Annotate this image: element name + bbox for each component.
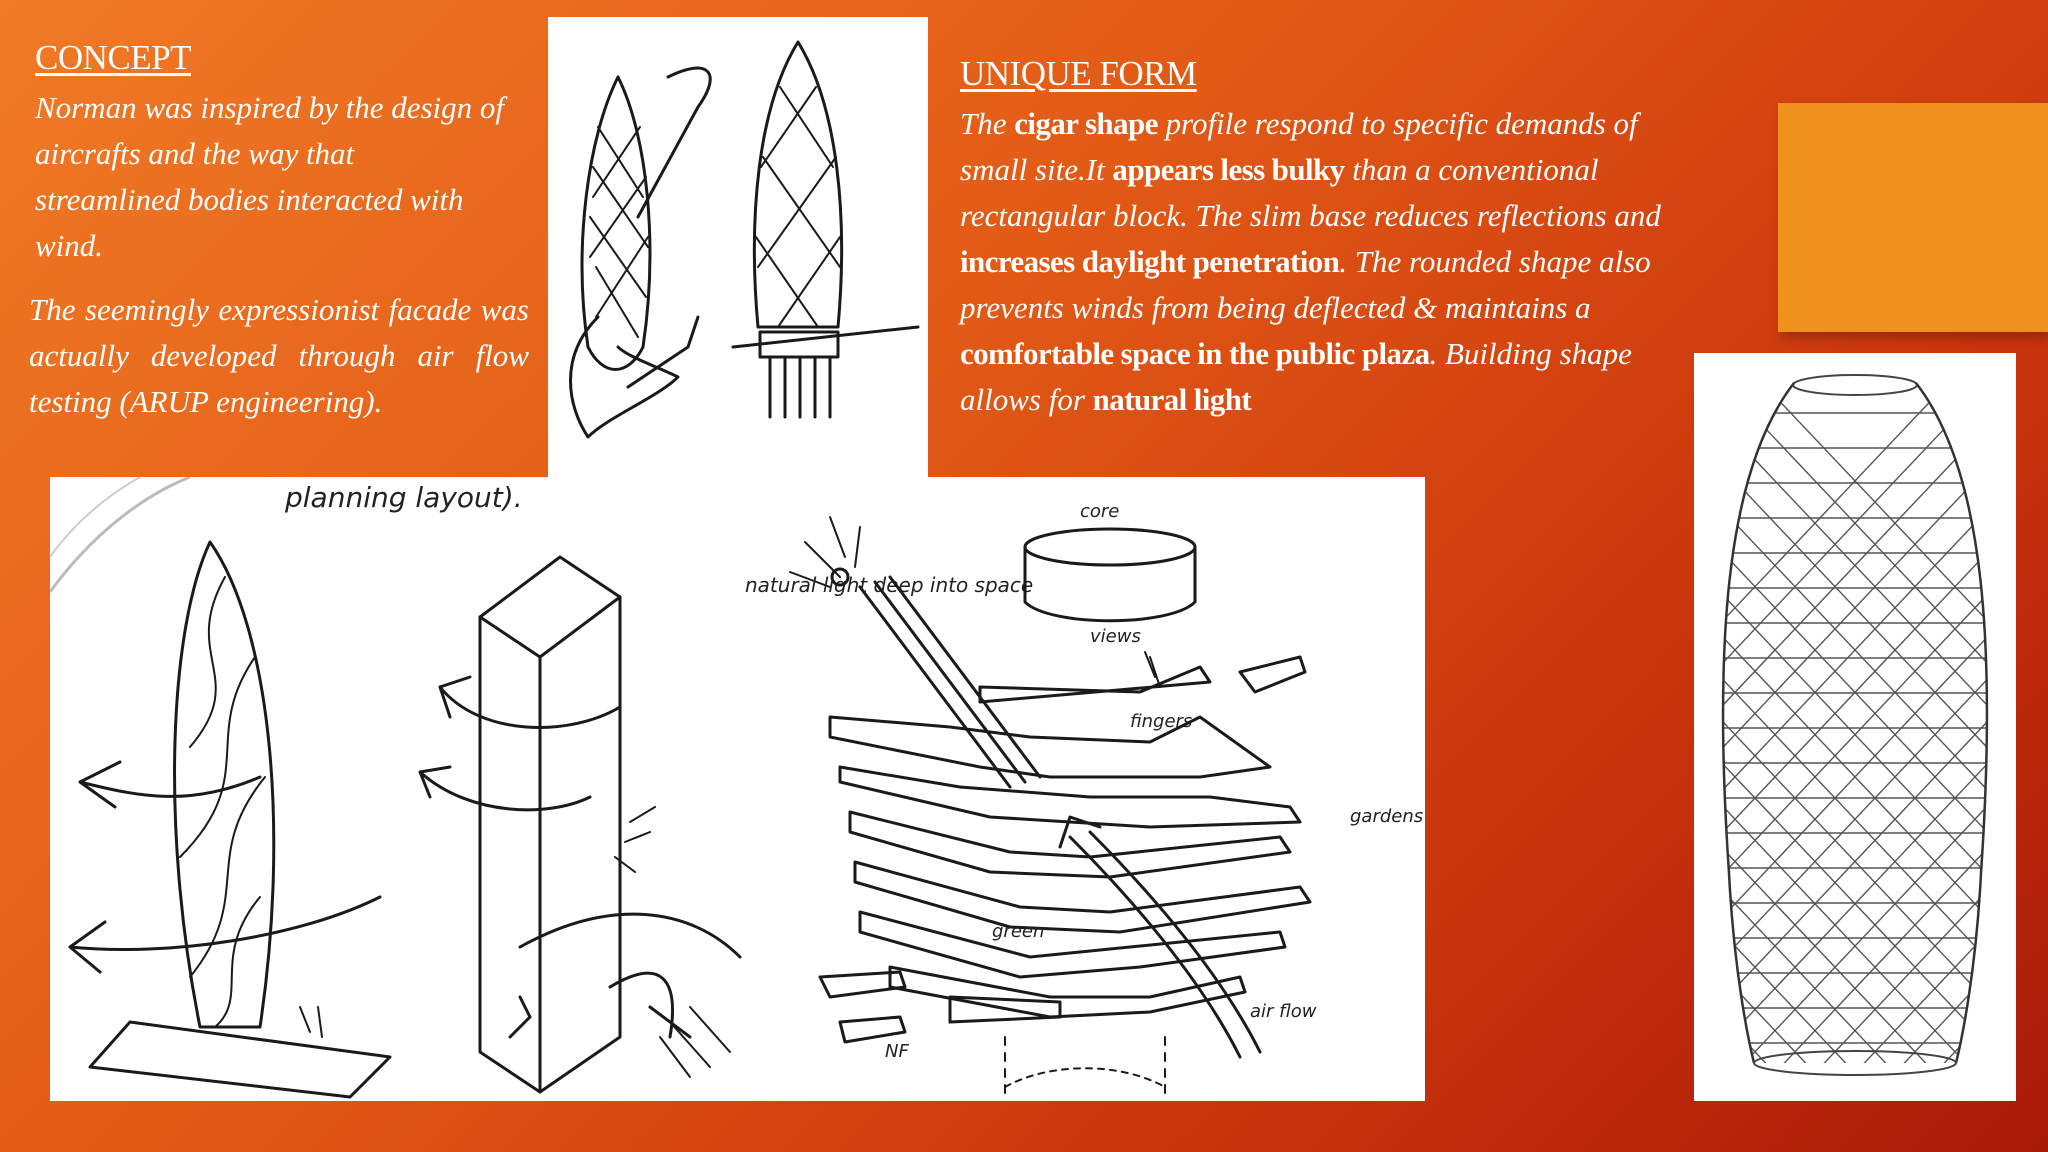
unique-form-text: . Building shape allows for	[960, 336, 1632, 417]
concept-paragraph-2: The seemingly expressionist facade was a…	[29, 292, 529, 419]
concept-paragraph-1: Norman was inspired by the design of air…	[35, 90, 505, 263]
air-flow-label: air flow	[1250, 1001, 1317, 1022]
unique-form-emphasis: appears less bulky	[1112, 152, 1345, 187]
aircraft-sketch-image	[548, 17, 928, 477]
nf-label: NF	[885, 1041, 909, 1062]
accent-box	[1778, 103, 2048, 332]
unique-form-emphasis: natural light	[1092, 382, 1252, 417]
unique-form-text: The	[960, 106, 1015, 141]
fingers-label: fingers	[1130, 711, 1192, 732]
unique-form-paragraph: The cigar shape profile respond to speci…	[960, 101, 1700, 423]
unique-form-text: . The rounded shape also prevents winds …	[960, 244, 1651, 325]
green-label: green	[992, 921, 1044, 942]
unique-form-text: than a conventional rectangular block. T…	[960, 152, 1661, 233]
unique-form-heading: UNIQUE FORM	[960, 54, 1197, 93]
planning-label: planning layout).	[284, 481, 523, 514]
unique-form-text: profile respond to specific demands of s…	[960, 106, 1638, 187]
views-label: views	[1090, 626, 1141, 647]
core-label: core	[1080, 501, 1119, 522]
diagrid-structure-image	[1694, 353, 2016, 1101]
gardens-label: gardens	[1350, 806, 1423, 827]
unique-form-emphasis: increases daylight penetration	[960, 244, 1340, 279]
airflow-sketch-image: planning layout). natural light deep int…	[50, 477, 1425, 1101]
unique-form-emphasis: comfortable space in the public plaza	[960, 336, 1430, 371]
unique-form-emphasis: cigar shape	[1014, 106, 1158, 141]
concept-heading: CONCEPT	[35, 38, 191, 77]
